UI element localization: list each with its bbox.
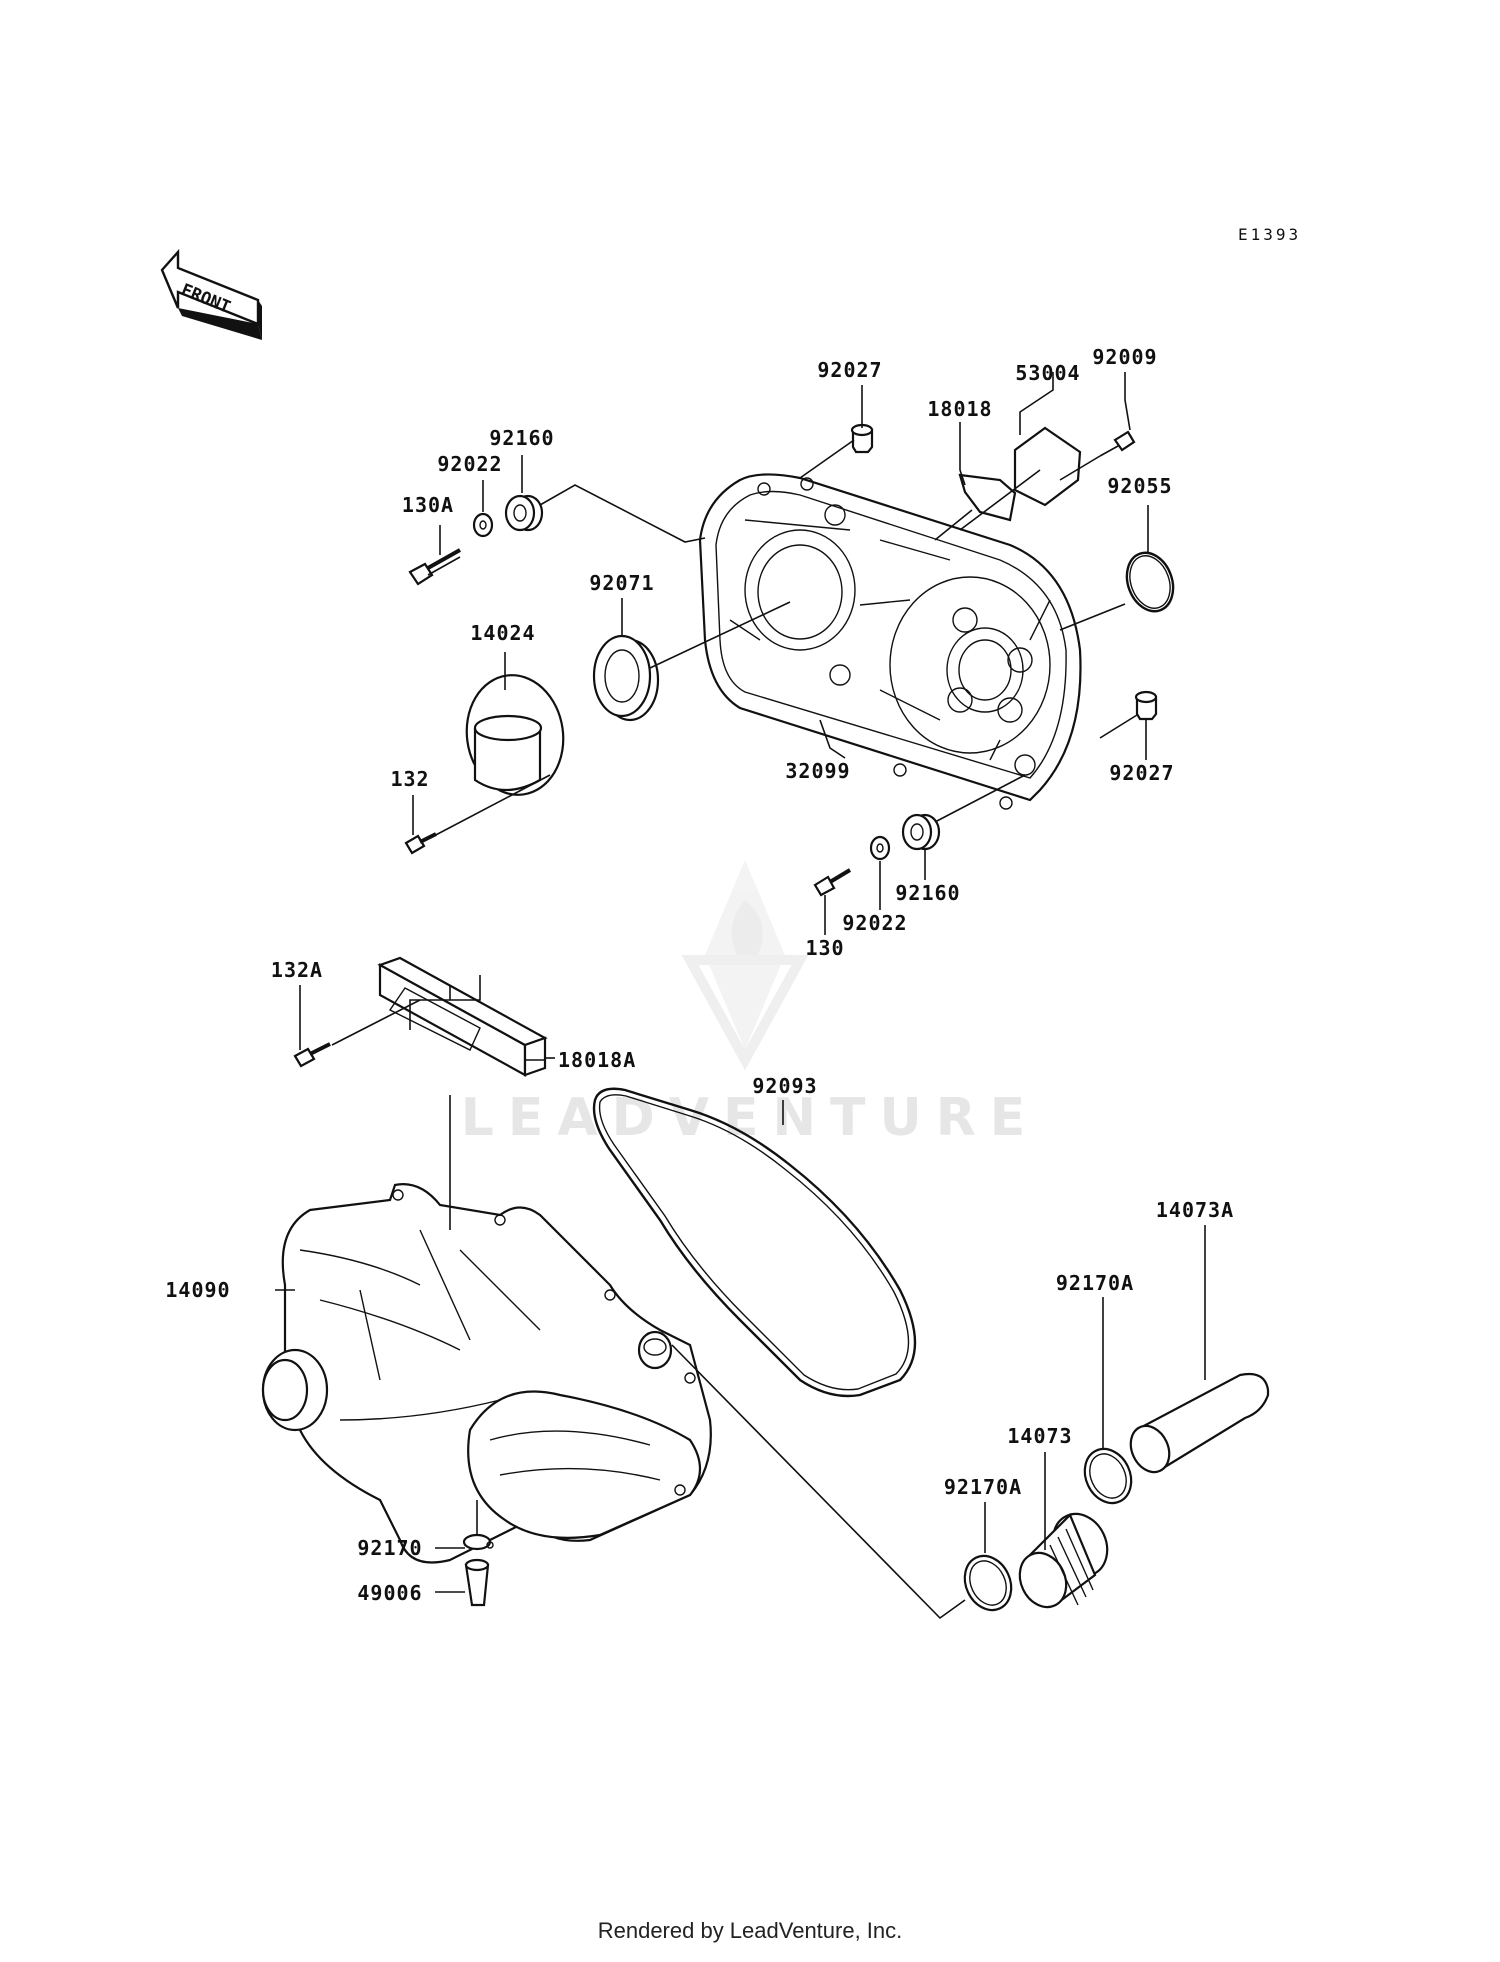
label-92022-bottom: 92022 <box>842 911 907 935</box>
washer-92022-top <box>472 512 494 538</box>
oring-92055 <box>1125 551 1175 613</box>
label-130: 130 <box>805 936 844 960</box>
label-132A: 132A <box>271 958 323 982</box>
label-14073A: 14073A <box>1156 1198 1234 1222</box>
label-130A: 130A <box>402 493 454 517</box>
bolt-130 <box>813 868 852 897</box>
label-92027-right: 92027 <box>1109 761 1174 785</box>
label-92022-top: 92022 <box>437 452 502 476</box>
boot-14073 <box>1018 1512 1109 1609</box>
pin-92027-right <box>1134 690 1158 721</box>
label-18018: 18018 <box>927 397 992 421</box>
bracket-18018 <box>958 473 1017 522</box>
bolt-132 <box>404 832 437 855</box>
clamp-92170A-lower <box>963 1554 1013 1612</box>
pin-92027-top <box>850 423 874 454</box>
seal-92071 <box>592 634 660 722</box>
footer-credit: Rendered by LeadVenture, Inc. <box>597 1918 903 1943</box>
label-92170: 92170 <box>357 1536 422 1560</box>
watermark-logo <box>681 860 809 1071</box>
label-92160-top: 92160 <box>489 426 554 450</box>
washer-92022-bottom <box>869 835 891 861</box>
label-92093: 92093 <box>752 1074 817 1098</box>
label-49006: 49006 <box>357 1581 422 1605</box>
label-92027-top: 92027 <box>817 358 882 382</box>
drain-tube-49006 <box>464 1558 490 1607</box>
cap-14024 <box>465 674 565 796</box>
bolt-132A <box>293 1042 331 1068</box>
label-92160-bottom: 92160 <box>895 881 960 905</box>
label-32099: 32099 <box>785 759 850 783</box>
grommet-92160-bottom <box>901 813 941 851</box>
bracket-18018A <box>377 956 548 1077</box>
gasket-92093 <box>592 1087 917 1398</box>
diagram-code: E1393 <box>1238 225 1301 244</box>
plate-53004 <box>1013 426 1082 507</box>
label-92071: 92071 <box>589 571 654 595</box>
grommet-92160-top <box>504 494 544 532</box>
bolt-130A <box>408 548 461 586</box>
clamp-92170A-upper <box>1083 1447 1133 1505</box>
label-132: 132 <box>390 767 429 791</box>
label-14024: 14024 <box>470 621 535 645</box>
label-92170A-lower: 92170A <box>944 1475 1022 1499</box>
label-92009: 92009 <box>1092 345 1157 369</box>
label-92055: 92055 <box>1107 474 1172 498</box>
label-14073: 14073 <box>1007 1424 1072 1448</box>
outer-cover-32099 <box>698 473 1082 810</box>
inner-cover-14090 <box>261 1183 712 1564</box>
label-14090: 14090 <box>165 1278 230 1302</box>
label-53004: 53004 <box>1015 361 1080 385</box>
screw-92009 <box>1099 430 1136 457</box>
watermark-text: LEADVENTURE <box>461 1088 1040 1148</box>
label-92170A-upper: 92170A <box>1056 1271 1134 1295</box>
part-labels: 92027 53004 92009 18018 92055 92160 9202… <box>165 345 1234 1605</box>
label-18018A: 18018A <box>558 1048 636 1072</box>
duct-14073A <box>1129 1372 1270 1474</box>
front-arrow-icon: FRONT <box>160 248 262 340</box>
leader-lines <box>275 372 1206 1620</box>
